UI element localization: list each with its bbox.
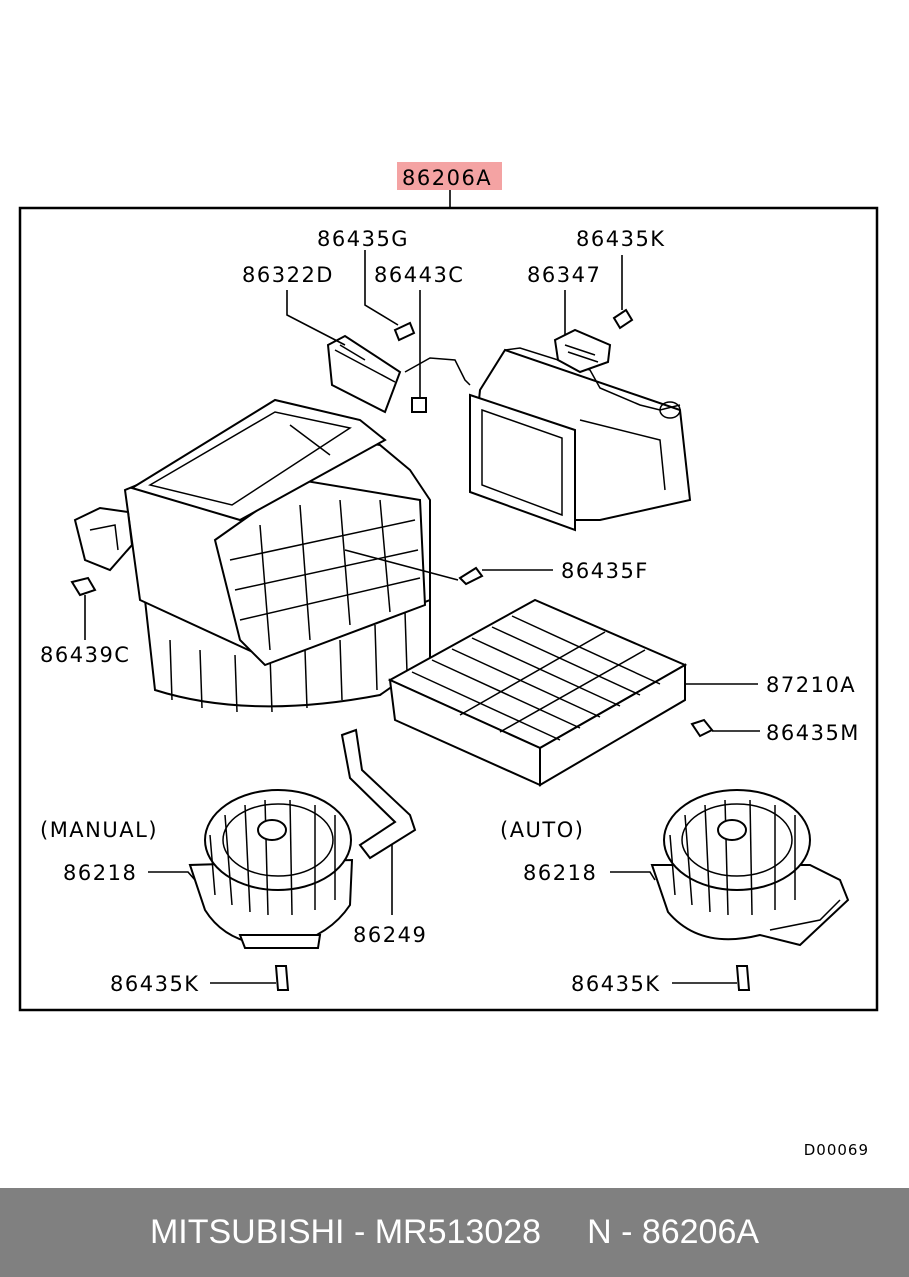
label-86435k-left[interactable]: 86435K xyxy=(110,972,200,996)
filter-87210a xyxy=(387,598,688,787)
parts-diagram: 86206A 86439C xyxy=(18,162,879,1012)
assembly-label-highlight xyxy=(397,162,502,190)
label-86435f[interactable]: 86435F xyxy=(561,559,649,583)
label-86218-right[interactable]: 86218 xyxy=(523,861,597,885)
label-86347[interactable]: 86347 xyxy=(527,263,601,287)
resistor-86347 xyxy=(553,328,612,374)
label-86443c[interactable]: 86443C xyxy=(374,263,464,287)
label-86218-left[interactable]: 86218 xyxy=(63,861,137,885)
label-86322d[interactable]: 86322D xyxy=(242,263,334,287)
blower-motor-auto xyxy=(650,789,850,947)
footer-brand-part: MITSUBISHI - MR513028 xyxy=(149,1213,542,1251)
drawing-code: D00069 xyxy=(803,1141,869,1159)
screw-86435k-right xyxy=(735,965,751,991)
clip-86439c xyxy=(70,576,97,597)
blower-motor-manual xyxy=(188,789,354,949)
label-86435k-right[interactable]: 86435K xyxy=(571,972,661,996)
footer-bar: MITSUBISHI - MR513028 N - 86206A xyxy=(0,1188,909,1277)
label-manual[interactable]: (MANUAL) xyxy=(40,818,158,842)
screw-86435f xyxy=(458,566,484,586)
label-86435g[interactable]: 86435G xyxy=(317,227,409,251)
part-86322d xyxy=(326,334,402,414)
screw-86435m xyxy=(690,718,714,738)
diagram-frame xyxy=(18,206,879,1012)
footer-ref: N - 86206A xyxy=(587,1213,760,1251)
assembly-label[interactable]: 86206A xyxy=(402,166,492,190)
hose-86249 xyxy=(340,728,417,860)
screw-86435g xyxy=(393,321,416,342)
evaporator-housing xyxy=(468,347,692,532)
nut-86443c xyxy=(404,357,471,413)
blower-case xyxy=(73,398,431,713)
label-86435m[interactable]: 86435M xyxy=(766,721,860,745)
label-86249[interactable]: 86249 xyxy=(353,923,427,947)
label-auto[interactable]: (AUTO) xyxy=(500,818,584,842)
screw-86435k-top xyxy=(612,308,634,330)
label-86435k-top[interactable]: 86435K xyxy=(576,227,666,251)
label-86439c[interactable]: 86439C xyxy=(40,643,130,667)
label-87210a[interactable]: 87210A xyxy=(766,673,856,697)
screw-86435k-left xyxy=(274,965,290,991)
